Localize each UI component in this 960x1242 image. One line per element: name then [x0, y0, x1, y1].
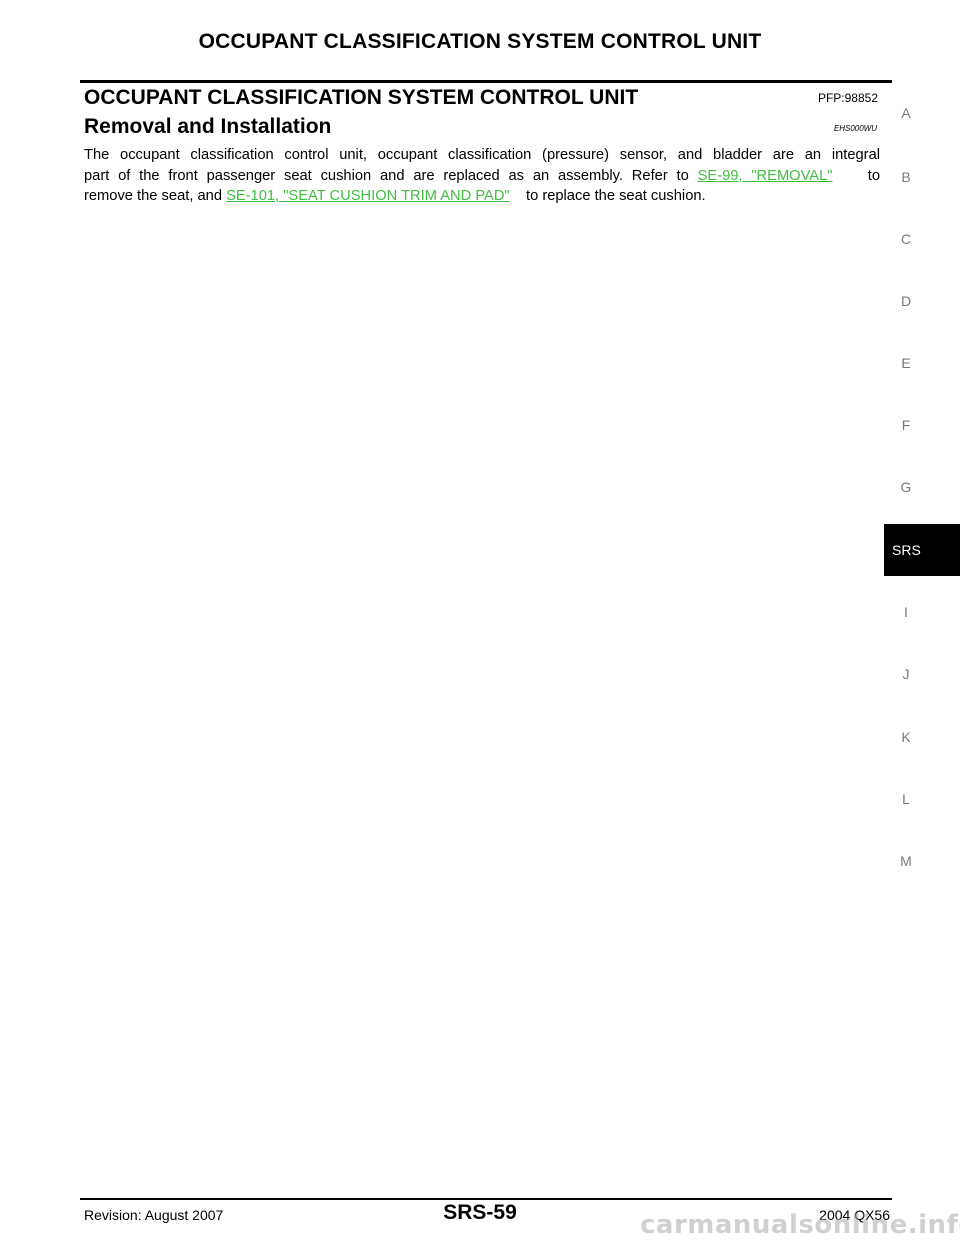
running-header-title: OCCUPANT CLASSIFICATION SYSTEM CONTROL U… — [198, 30, 762, 53]
body-line-3-tail: to replace the seat cushion. — [525, 188, 706, 204]
watermark-logo: carmanualsonline.info — [640, 1210, 960, 1240]
vehicle-model: 2004 QX56 — [819, 1207, 890, 1223]
reference-code: EHS000WU — [833, 124, 877, 133]
index-letter-b[interactable]: B — [901, 169, 911, 185]
footer-rule — [80, 1198, 892, 1200]
body-line-2: part of the front passenger seat cushion… — [84, 166, 880, 187]
section-index-sidebar: A B C D E F G SRS I J K L M — [884, 0, 960, 1242]
body-line-2-tail: to — [867, 167, 880, 184]
index-letter-d[interactable]: D — [900, 293, 912, 309]
index-letter-k[interactable]: K — [901, 729, 911, 745]
body-paragraph: The occupant classification control unit… — [84, 145, 880, 207]
header-rule — [80, 80, 892, 83]
se-99-removal-link[interactable]: SE-99, "REMOVAL" — [697, 167, 833, 184]
index-letter-f[interactable]: F — [901, 417, 911, 433]
index-letter-j[interactable]: J — [902, 666, 910, 682]
index-letter-i[interactable]: I — [904, 604, 908, 620]
index-letter-a[interactable]: A — [901, 105, 911, 121]
index-letter-c[interactable]: C — [900, 231, 912, 247]
index-letter-g[interactable]: G — [900, 479, 912, 495]
active-section-tab-srs[interactable]: SRS — [884, 524, 960, 576]
body-line-3-text: remove the seat, and — [84, 188, 222, 204]
part-number: PFP:98852 — [817, 91, 878, 105]
body-line-1: The occupant classification control unit… — [84, 147, 880, 163]
body-line-2-text: part of the front passenger seat cushion… — [84, 167, 689, 184]
se-101-seat-cushion-link[interactable]: SE-101, "SEAT CUSHION TRIM AND PAD" — [226, 188, 510, 204]
section-title: OCCUPANT CLASSIFICATION SYSTEM CONTROL U… — [84, 86, 639, 109]
subsection-title: Removal and Installation — [84, 115, 332, 138]
index-letter-e[interactable]: E — [901, 355, 911, 371]
revision-date: Revision: August 2007 — [84, 1207, 224, 1223]
page-number: SRS-59 — [443, 1201, 517, 1224]
index-letter-m[interactable]: M — [900, 853, 912, 869]
body-line-3: remove the seat, and SE-101, "SEAT CUSHI… — [84, 186, 880, 207]
index-letter-l[interactable]: L — [902, 791, 910, 807]
